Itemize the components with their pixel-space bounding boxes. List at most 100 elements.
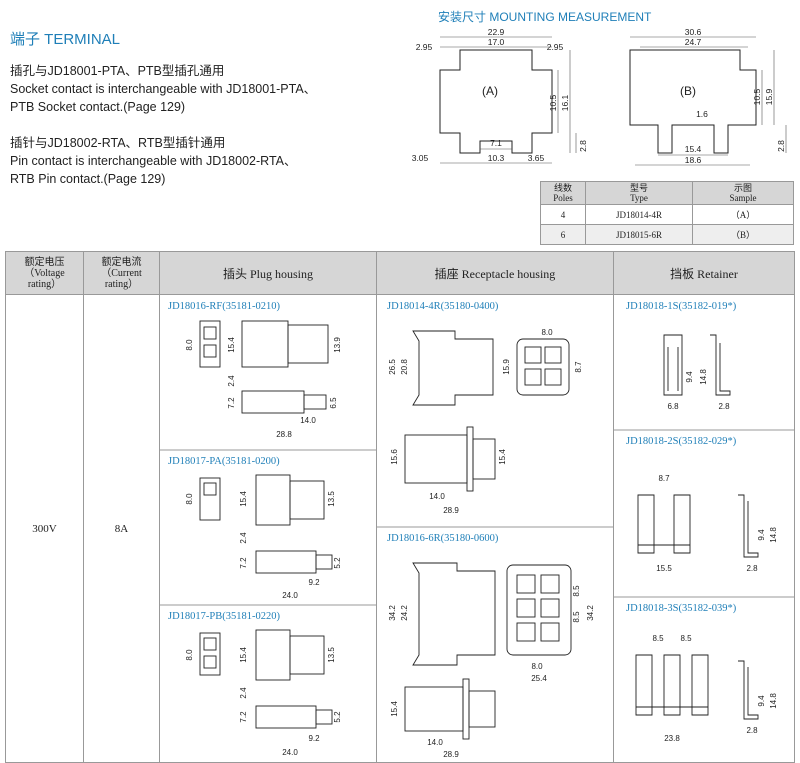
plug-model-label: JD18016-RF(35181-0210): [167, 301, 280, 312]
dimension-label: 13.9: [333, 337, 342, 353]
drawing-line: [524, 346, 542, 364]
dimension-label: 20.8: [400, 359, 409, 375]
drawing-line: [255, 474, 291, 526]
drawing-line: [287, 324, 329, 364]
mount-a-dim: 2.95: [547, 42, 564, 52]
dimension-label: 26.5: [388, 359, 397, 375]
retainer-model-label: JD18018-3S(35182-039*): [626, 603, 737, 614]
mount-b-outline: [629, 49, 757, 154]
drawing-line: [203, 326, 217, 340]
dimension-label: 14.0: [300, 416, 316, 425]
mount-b-dim: 24.7: [685, 37, 702, 47]
mount-a-label: (A): [482, 84, 498, 98]
mount-b-dim: 15.9: [764, 88, 774, 105]
dimension-label: 14.8: [699, 369, 708, 385]
dimension-label: 25.4: [531, 674, 547, 683]
drawing-line: [241, 390, 305, 414]
dimension-label: 6.8: [667, 402, 679, 411]
dimension-label: 15.4: [239, 491, 248, 507]
drawing-line: [203, 637, 217, 651]
dimension-label: 24.0: [282, 591, 298, 600]
drawing-line: [524, 368, 542, 386]
retainer-cell: 9.4 14.8 6.8 2.8 8.7 9.4 14.8 15.5 2.8 8…: [613, 294, 795, 763]
drawing-line: [199, 632, 221, 676]
dimension-label: 15.4: [498, 449, 507, 465]
dimension-label: 8.7: [658, 474, 670, 483]
drawing-line: [289, 480, 325, 520]
socket-note-en-2: PTB Socket contact.(Page 129): [10, 100, 186, 114]
dimension-label: 15.5: [656, 564, 672, 573]
mount-b-dim: 10.5: [752, 88, 762, 105]
dimension-label: 8.5: [680, 634, 692, 643]
mount-a-dim: 17.0: [488, 37, 505, 47]
mount-a-dim: 3.65: [528, 153, 545, 163]
drawing-line: [203, 482, 217, 496]
mount-b-dim: 30.6: [685, 27, 702, 37]
dimension-label: 5.2: [333, 711, 342, 723]
drawing-line: [241, 320, 289, 368]
dimension-label: 15.6: [390, 449, 399, 465]
dimension-label: 2.8: [718, 402, 730, 411]
table-row: 6 JD18015-6R （B）: [540, 224, 794, 245]
drawing-line: [199, 477, 221, 521]
mount-b-label: (B): [680, 84, 696, 98]
mount-b-dim: 2.8: [776, 140, 786, 152]
socket-note-en-1: Socket contact is interchangeable with J…: [10, 82, 317, 96]
plug-header: 插头 Plug housing: [158, 251, 377, 295]
drawing-line: [472, 438, 496, 480]
drawing-line: [289, 635, 325, 675]
mount-a-dim: 3.05: [412, 153, 429, 163]
drawing-line: [544, 346, 562, 364]
dimension-label: 7.2: [239, 557, 248, 569]
dimension-label: 2.8: [746, 726, 758, 735]
drawing-line: [516, 622, 536, 642]
dimension-label: 15.4: [390, 701, 399, 717]
receptacle-model-label: JD18016-6R(35180-0600): [386, 533, 499, 544]
dimension-label: 28.8: [276, 430, 292, 439]
retainer-model-label: JD18018-2S(35182-029*): [626, 436, 737, 447]
receptacle-header: 插座 Receptacle housing: [375, 251, 615, 295]
dimension-label: 7.2: [227, 397, 236, 409]
drawing-line: [315, 709, 333, 725]
dimension-label: 7.2: [239, 711, 248, 723]
drawing-line: [199, 320, 221, 368]
mount-b-dim: 15.4: [685, 144, 702, 154]
drawing-line: [738, 660, 759, 720]
drawing-line: [462, 678, 470, 740]
dimension-label: 8.0: [185, 649, 194, 661]
mount-a-dim: 10.5: [548, 94, 558, 111]
dimension-label: 13.5: [327, 491, 336, 507]
mounting-drawings: (A) 22.9 2.95 17.0 2.95 10.5 16.1 7.1 2.…: [412, 27, 787, 166]
receptacle-drawings: 8.0 26.5 20.8 15.9 8.7 15.6 15.4 14.0 28…: [376, 328, 613, 759]
dimension-label: 8.0: [541, 328, 553, 337]
dimension-label: 9.4: [757, 529, 766, 541]
mount-a-dim: 2.95: [416, 42, 433, 52]
drawing-line: [544, 368, 562, 386]
dimension-label: 15.9: [502, 359, 511, 375]
dimension-label: 2.8: [746, 564, 758, 573]
page-title: 端子 TERMINAL: [10, 31, 121, 48]
dimension-label: 6.5: [329, 397, 338, 409]
mount-a-dim: 2.8: [578, 140, 588, 152]
dimension-label: 8.0: [185, 493, 194, 505]
dimension-label: 8.5: [572, 585, 581, 597]
dimension-label: 28.9: [443, 506, 459, 515]
mount-a-outline: [439, 49, 553, 154]
drawing-line: [404, 434, 468, 484]
drawing-line: [710, 334, 731, 396]
mount-b-dim: 1.6: [696, 109, 708, 119]
dimension-label: 15.4: [227, 337, 236, 353]
table-row: 4 JD18014-4R （A）: [540, 204, 794, 225]
dimension-label: 34.2: [586, 605, 595, 621]
plug-model-label: JD18017-PA(35181-0200): [167, 456, 280, 467]
drawing-line: [506, 564, 572, 656]
dimension-label: 23.8: [664, 734, 680, 743]
drawing-line: [255, 705, 317, 729]
drawing-line: [255, 550, 317, 574]
mount-a-dim: 22.9: [488, 27, 505, 37]
